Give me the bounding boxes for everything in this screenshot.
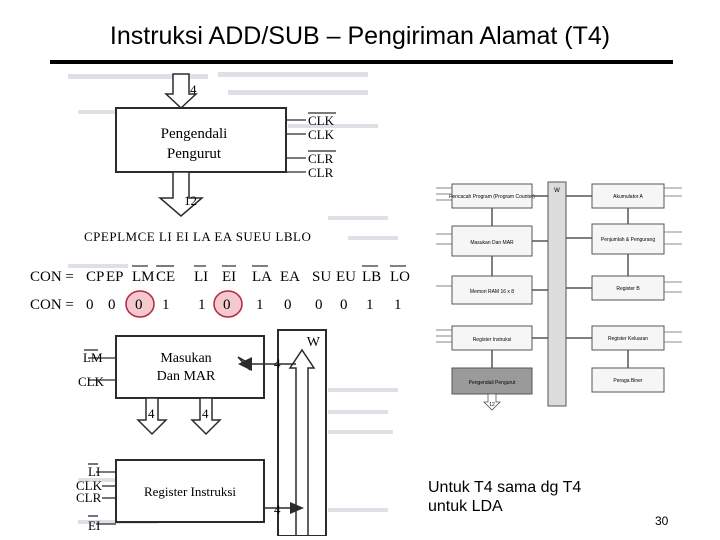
w-bus-label: W (307, 335, 321, 350)
mar-label-1: Masukan (160, 351, 211, 366)
con-li: LI (194, 269, 208, 285)
small-w-bus-label: W (554, 188, 560, 194)
highlight-circle-lm (125, 290, 155, 318)
controller-input-clr-2: CLR (308, 165, 334, 180)
ir-input-ei: EI (88, 518, 100, 533)
controller-label-1: Pengendali (161, 126, 228, 142)
controller-input-clr-1: CLR (308, 151, 334, 166)
mar-out-arrow-2 (190, 397, 222, 436)
small-label-mar: Masukan Dan MAR (470, 240, 514, 246)
signal-names: CPEPLMCE LI EI LA EA SUEU LBLO (84, 229, 311, 244)
con-lo: LO (390, 269, 410, 285)
small-block-ir (451, 325, 533, 351)
instruction-register-label: Register Instruksi (144, 484, 236, 499)
con-row-2-prefix: CON = (30, 297, 74, 313)
controller-input-clk-2: CLK (308, 127, 335, 142)
con-ei: EI (222, 269, 236, 285)
page-number: 30 (655, 514, 669, 528)
small-label-ram: Memori RAM 16 x 8 (470, 289, 514, 295)
con-ce: CE (156, 269, 175, 285)
slide-title: Instruksi ADD/SUB – Pengiriman Alamat (T… (109, 22, 611, 50)
con-cp: CP (86, 269, 104, 285)
con-value-ea: 0 (284, 297, 292, 313)
ir-bus-label: 4 (274, 502, 281, 517)
small-label-pc: Pencacah Program (Program Counter) (449, 194, 535, 200)
con-value-lm: 0 (135, 297, 143, 313)
small-block-mar (451, 225, 533, 257)
con-ea: EA (280, 269, 300, 285)
con-value-la: 1 (256, 297, 264, 313)
w-bus-arrow (288, 348, 316, 536)
con-value-su: 0 (315, 297, 323, 313)
mar-out-label-1: 4 (148, 406, 155, 421)
con-eu: EU (336, 269, 356, 285)
ir-input-li: LI (88, 464, 100, 479)
bus-arrow-out (157, 171, 205, 217)
mar-bus-in-label: 4 (274, 356, 281, 371)
con-su: SU (312, 269, 331, 285)
small-control-lines (436, 187, 682, 343)
bus-in-label: 4 (190, 82, 197, 97)
small-bus-connections (491, 195, 629, 368)
mar-input-clk: CLK (78, 374, 105, 389)
con-value-eu: 0 (340, 297, 348, 313)
mar-input-lm: LM (83, 350, 103, 365)
small-label-regb: Register B (616, 286, 640, 292)
con-row-1-prefix: CON = (30, 269, 74, 285)
con-value-ce: 1 (162, 297, 170, 313)
mar-out-label-2: 4 (202, 406, 209, 421)
mar-block (115, 335, 265, 399)
small-label-adder: Penjumlah & Pengurang (601, 237, 655, 243)
con-la: LA (252, 269, 272, 285)
controller-label-2: Pengurut (167, 146, 222, 162)
con-value-ei: 0 (223, 297, 231, 313)
title-underline (50, 60, 673, 64)
w-bus (277, 329, 327, 536)
con-value-lb: 1 (366, 297, 374, 313)
controller-block (115, 107, 287, 173)
con-ep: EP (106, 269, 124, 285)
small-bus-out-label: 12 (489, 402, 495, 408)
ir-input-clk: CLK (76, 478, 103, 493)
con-value-cp: 0 (86, 297, 94, 313)
small-label-controller: Pengendali Pengurut (469, 380, 516, 386)
controller-input-clk-1: CLK (308, 113, 335, 128)
scanned-diagram: 4 Pengendali Pengurut CLK CLK CLR CLR 12… (30, 72, 410, 536)
mar-label-2: Dan MAR (157, 369, 216, 384)
ir-arrowhead (290, 502, 304, 514)
mar-arrowhead (238, 357, 252, 371)
mar-out-arrow-1 (136, 397, 168, 436)
small-label-display: Peraga Biner (613, 378, 643, 384)
note-text: Untuk T4 sama dg T4 untuk LDA (428, 478, 581, 516)
small-label-acc: Akumulator A (613, 194, 643, 200)
small-bus-out-arrow (483, 393, 501, 411)
small-label-output: Register Keluaran (608, 336, 648, 342)
note-line-2: untuk LDA (428, 498, 503, 515)
con-value-lo: 1 (394, 297, 402, 313)
bus-arrow-in (164, 73, 198, 110)
bus-out-label: 12 (184, 193, 197, 208)
con-value-li: 1 (198, 297, 206, 313)
instruction-register-block (115, 459, 265, 523)
con-lm: LM (132, 269, 155, 285)
small-w-bus (547, 181, 567, 407)
sap1-block-diagram: W Pencacah Program (Program Counter) Mas… (436, 181, 682, 411)
small-label-ir: Register Instruksi (473, 337, 512, 343)
highlight-circle-ei (213, 290, 243, 318)
note-line-1: Untuk T4 sama dg T4 (428, 479, 582, 496)
ir-input-clr: CLR (76, 490, 102, 505)
con-value-ep: 0 (108, 297, 116, 313)
con-lb: LB (362, 269, 381, 285)
